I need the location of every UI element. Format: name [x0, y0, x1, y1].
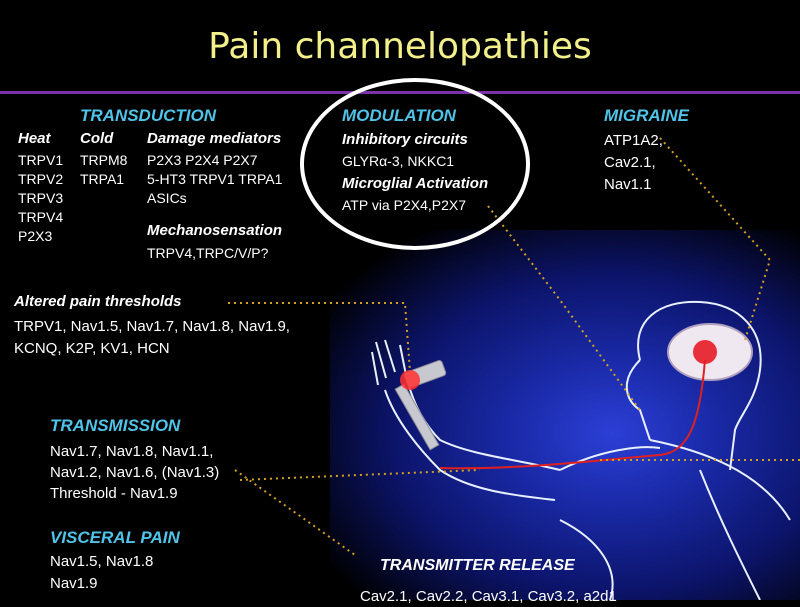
heat-item: TRPV2 [18, 171, 64, 187]
altered-thresholds-line-2: KCNQ, K2P, KV1, HCN [14, 340, 170, 357]
migraine-list: ATP1A2, Cav2.1, Nav1.1 [604, 130, 663, 196]
cold-list: TRPM8 TRPA1 [80, 151, 127, 189]
visceral-item: Nav1.9 [50, 575, 98, 592]
page-title: Pain channelopathies [208, 26, 592, 67]
transduction-heading: TRANSDUCTION [80, 106, 216, 125]
damage-item: ASICs [147, 190, 187, 206]
mechanosensation-value: TRPV4,TRPC/V/P? [147, 245, 269, 261]
altered-thresholds-line-1: TRPV1, Nav1.5, Nav1.7, Nav1.8, Nav1.9, [14, 318, 290, 335]
damage-mediators-list: P2X3 P2X4 P2X7 5-HT3 TRPV1 TRPA1 ASICs [147, 151, 282, 208]
heat-item: TRPV3 [18, 190, 64, 206]
cold-item: TRPM8 [80, 152, 128, 168]
damage-item: 5-HT3 TRPV1 TRPA1 [147, 171, 283, 187]
altered-thresholds-heading: Altered pain thresholds [14, 293, 182, 310]
damage-mediators-label: Damage mediators [147, 130, 282, 147]
transmission-list: Nav1.7, Nav1.8, Nav1.1, Nav1.2, Nav1.6, … [50, 441, 219, 504]
microglial-activation-label: Microglial Activation [342, 175, 489, 192]
visceral-pain-heading: VISCERAL PAIN [50, 528, 180, 547]
modulation-heading: MODULATION [342, 106, 456, 125]
transmitter-release-value: Cav2.1, Cav2.2, Cav3.1, Cav3.2, a2d1 [360, 588, 617, 605]
inhibitory-circuits-value: GLYRα-3, NKKC1 [342, 153, 455, 169]
heat-label: Heat [18, 130, 51, 147]
microglial-activation-value: ATP via P2X4,P2X7 [342, 197, 466, 213]
heat-list: TRPV1 TRPV2 TRPV3 TRPV4 P2X3 [18, 151, 63, 246]
migraine-heading: MIGRAINE [604, 106, 689, 125]
cold-item: TRPA1 [80, 171, 125, 187]
modulation-highlight-circle [300, 78, 530, 250]
transmission-item: Nav1.2, Nav1.6, (Nav1.3) [50, 464, 220, 481]
transmission-item: Threshold - Nav1.9 [50, 485, 178, 502]
visceral-item: Nav1.5, Nav1.8 [50, 553, 154, 570]
cold-label: Cold [80, 130, 114, 147]
transmission-item: Nav1.7, Nav1.8, Nav1.1, [50, 443, 214, 460]
migraine-item: Nav1.1 [604, 176, 652, 193]
figure-background [330, 230, 800, 600]
mechanosensation-label: Mechanosensation [147, 222, 283, 239]
heat-item: P2X3 [18, 228, 53, 244]
visceral-pain-list: Nav1.5, Nav1.8 Nav1.9 [50, 551, 153, 595]
transmission-heading: TRANSMISSION [50, 416, 181, 435]
migraine-item: Cav2.1, [604, 154, 656, 171]
heat-item: TRPV4 [18, 209, 64, 225]
inhibitory-circuits-label: Inhibitory circuits [342, 131, 468, 148]
migraine-item: ATP1A2, [604, 132, 663, 149]
transmitter-release-heading: TRANSMITTER RELEASE [380, 557, 575, 574]
damage-item: P2X3 P2X4 P2X7 [147, 152, 258, 168]
heat-item: TRPV1 [18, 152, 64, 168]
